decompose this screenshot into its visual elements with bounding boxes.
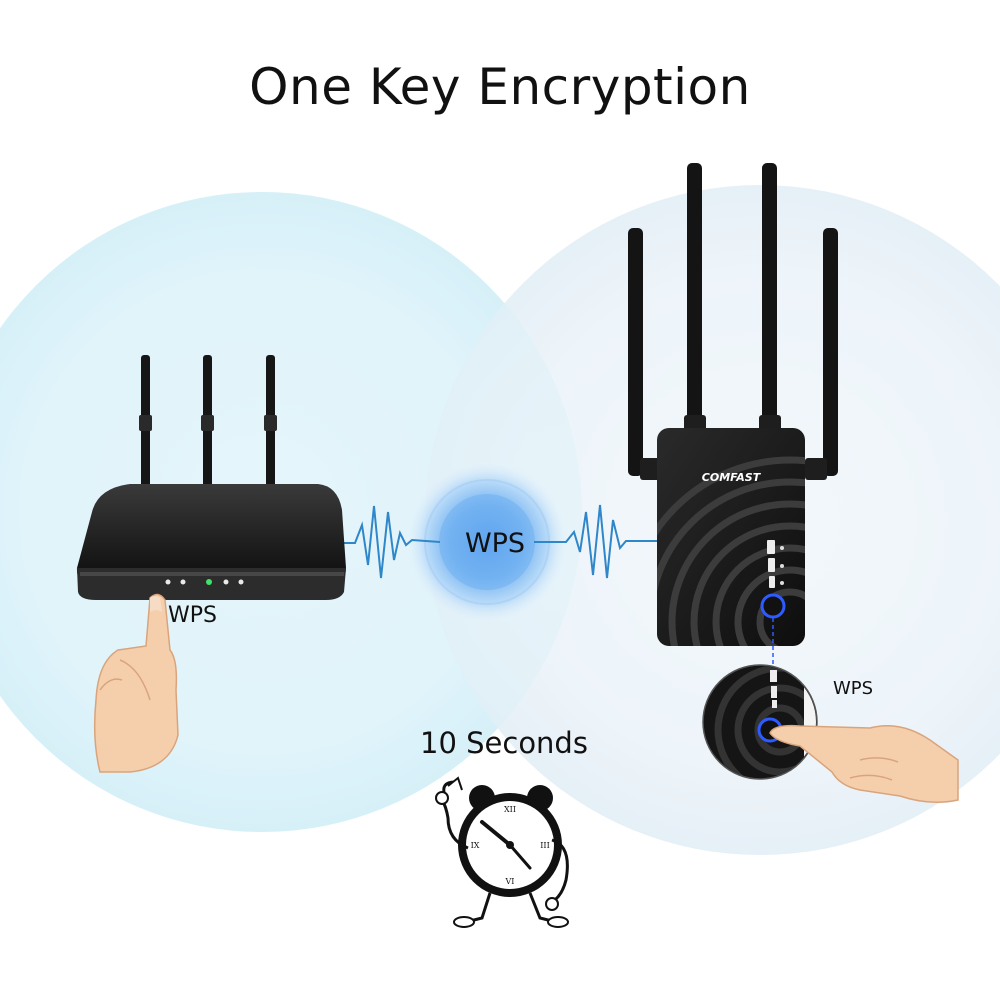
page-title: One Key Encryption xyxy=(249,58,751,116)
center-wps-label: WPS xyxy=(464,528,526,559)
finger-hand-icon xyxy=(93,593,179,773)
extender-icon xyxy=(628,163,838,646)
wps-button xyxy=(760,593,786,619)
alarm-clock-icon: XII III VI IX xyxy=(435,776,569,928)
signal-wave-icon xyxy=(342,505,441,579)
extender-wps-label: WPS xyxy=(833,678,874,699)
extender-brand-logo: COMFAST xyxy=(702,471,762,484)
signal-wave-icon xyxy=(534,504,662,579)
router-wps-label: WPS xyxy=(168,603,217,628)
svg-text:IX: IX xyxy=(471,841,480,850)
svg-text:XII: XII xyxy=(504,805,516,814)
finger-hand-icon xyxy=(769,724,959,803)
svg-text:VI: VI xyxy=(505,877,515,886)
svg-text:III: III xyxy=(540,841,549,850)
timer-label: 10 Seconds xyxy=(420,726,588,760)
router-icon xyxy=(76,355,346,600)
